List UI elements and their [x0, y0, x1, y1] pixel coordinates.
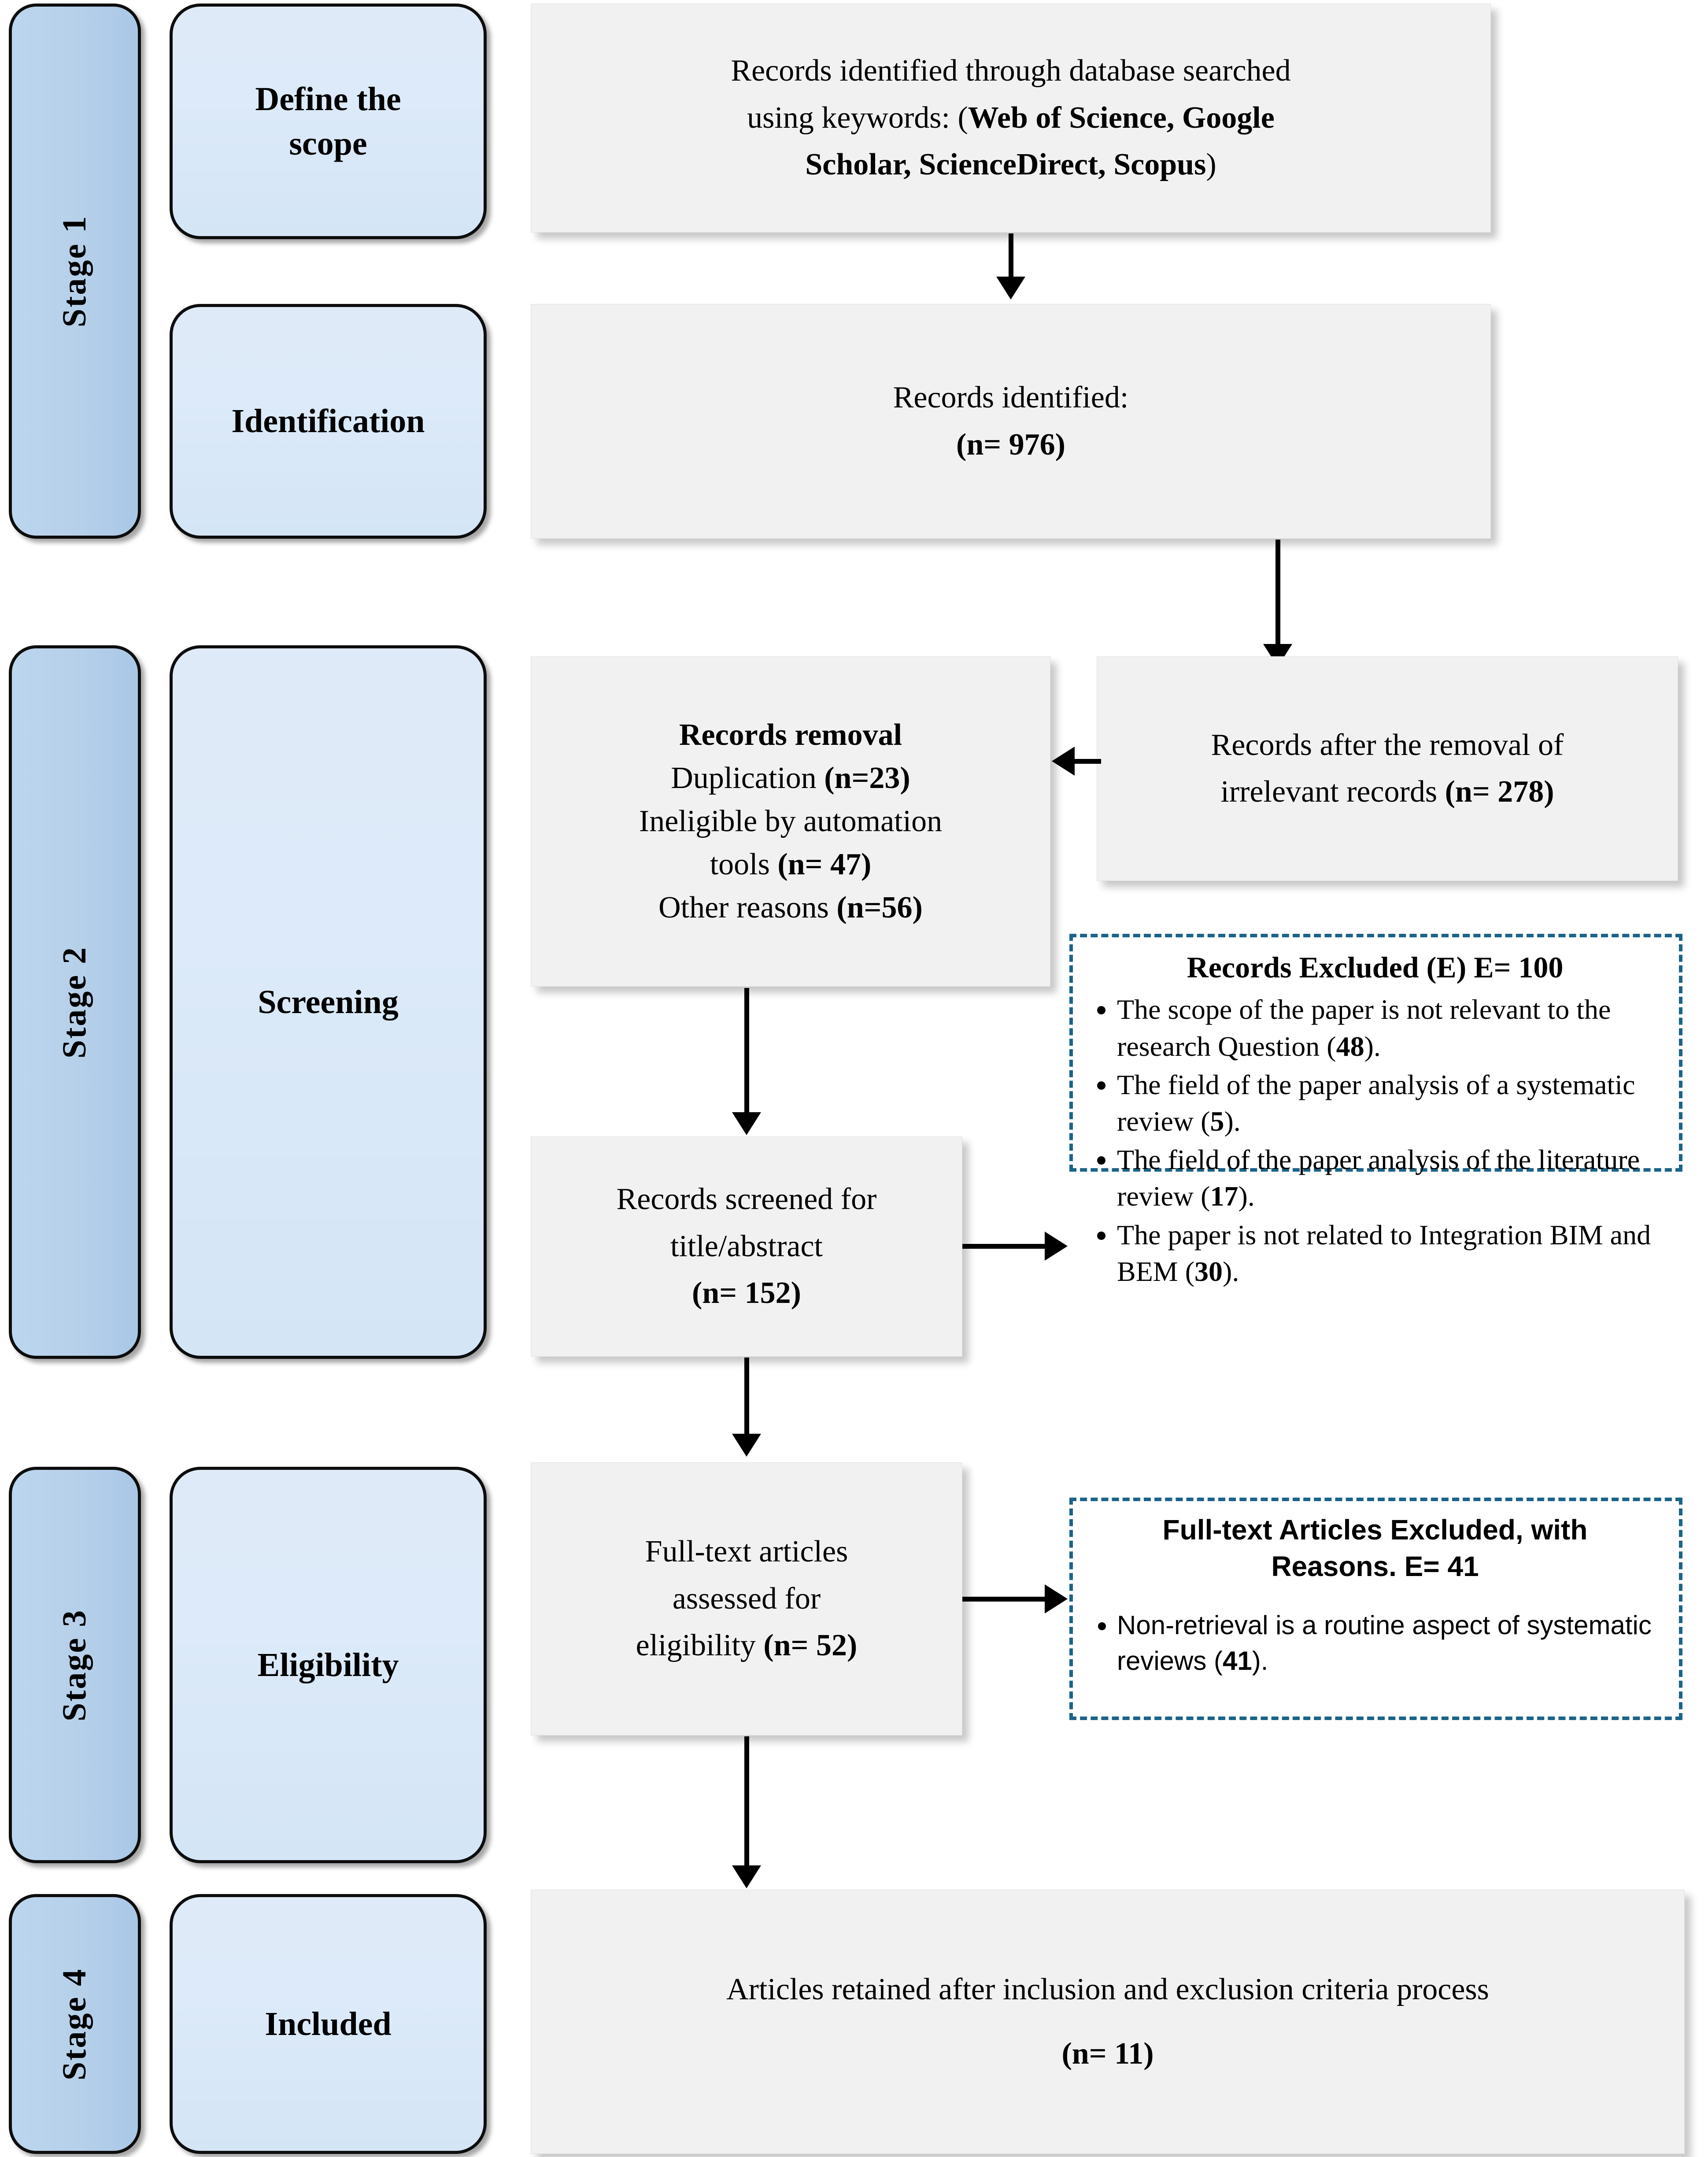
phase-box-define-the-scope: Define the scope — [170, 4, 487, 239]
connector-screened-to-excluded — [962, 1244, 1046, 1249]
box-fulltext-excluded: Full-text Articles Excluded, with Reason… — [1069, 1498, 1682, 1720]
connector-removal-to-screened — [744, 988, 749, 1116]
fulltext-assessed-line-1: Full-text articles — [645, 1535, 848, 1569]
arrowhead-screened-to-excluded — [1045, 1232, 1068, 1261]
records-excluded-list: The scope of the paper is not relevant t… — [1084, 991, 1666, 1290]
stage-4-label: Stage 4 — [56, 1968, 93, 2080]
identification-label: Identification — [231, 403, 425, 440]
arrowhead-removal-to-screened — [732, 1112, 761, 1135]
records-screened-line-2: title/abstract — [670, 1229, 823, 1263]
spacer — [1084, 1589, 1666, 1608]
connector-screened-to-fulltext — [744, 1358, 749, 1437]
list-item: The field of the paper analysis of a sys… — [1117, 1066, 1666, 1140]
articles-retained-line-1: Articles retained after inclusion and ex… — [726, 1972, 1489, 2006]
phase-box-eligibility: Eligibility — [170, 1467, 487, 1863]
connector-afterremoval-to-removal — [1075, 759, 1101, 764]
records-removal-row-2: tools (n= 47) — [710, 847, 872, 881]
stage-bar-stage-3: Stage 3 — [9, 1467, 141, 1863]
articles-retained-count: (n= 11) — [1061, 2037, 1154, 2071]
box-database-search: Records identified through database sear… — [531, 4, 1491, 233]
fulltext-assessed-line-2: assessed for — [672, 1581, 821, 1616]
records-screened-line-1: Records screened for — [616, 1182, 877, 1217]
arrowhead-afterremoval-to-removal — [1052, 747, 1075, 776]
define-scope-line-1: Define the — [255, 81, 401, 118]
box-records-after-removal: Records after the removal of irrelevant … — [1097, 656, 1678, 881]
box-articles-retained: Articles retained after inclusion and ex… — [531, 1890, 1685, 2154]
list-item: The paper is not related to Integration … — [1117, 1217, 1666, 1290]
stage-2-label: Stage 2 — [56, 946, 93, 1058]
records-screened-count: (n= 152) — [692, 1276, 801, 1310]
eligibility-label: Eligibility — [257, 1646, 399, 1683]
included-label: Included — [265, 2005, 392, 2042]
records-removal-row-1: Ineligible by automation — [639, 804, 943, 838]
stage-1-label: Stage 1 — [56, 215, 93, 328]
box-records-removal: Records removal Duplication (n=23) Ineli… — [531, 656, 1050, 987]
arrowhead-search-to-identified — [996, 277, 1025, 300]
fulltext-excluded-list: Non-retrieval is a routine aspect of sys… — [1084, 1608, 1666, 1679]
arrowhead-fulltext-to-excluded — [1045, 1584, 1068, 1613]
records-after-removal-line-1: Records after the removal of — [1211, 728, 1564, 762]
connector-fulltext-to-included — [744, 1736, 749, 1868]
stage-bar-stage-2: Stage 2 — [9, 645, 141, 1359]
fulltext-assessed-line-3: eligibility (n= 52) — [636, 1628, 858, 1663]
arrowhead-screened-to-fulltext — [732, 1434, 761, 1457]
arrowhead-fulltext-to-included — [732, 1865, 761, 1888]
records-after-removal-line-2: irrelevant records (n= 278) — [1220, 775, 1554, 809]
records-removal-row-0: Duplication (n=23) — [671, 761, 910, 795]
box-records-screened: Records screened for title/abstract (n= … — [531, 1136, 962, 1357]
records-removal-row-3: Other reasons (n=56) — [658, 891, 923, 925]
screening-label: Screening — [258, 983, 399, 1021]
database-search-line-2: using keywords: (Web of Science, Google — [747, 100, 1275, 135]
records-excluded-title: Records Excluded (E) E= 100 — [1187, 951, 1564, 984]
box-records-excluded: Records Excluded (E) E= 100 The scope of… — [1069, 934, 1682, 1287]
connector-fulltext-to-excluded — [962, 1597, 1046, 1602]
fulltext-excluded-title: Full-text Articles Excluded, with Reason… — [1162, 1514, 1588, 1583]
box-records-identified: Records identified: (n= 976) — [531, 304, 1491, 539]
list-item: The scope of the paper is not relevant t… — [1117, 991, 1666, 1064]
records-removal-title: Records removal — [679, 718, 902, 752]
database-search-line-3: Scholar, ScienceDirect, Scopus) — [805, 148, 1216, 182]
list-item: Non-retrieval is a routine aspect of sys… — [1117, 1608, 1666, 1679]
phase-box-included: Included — [170, 1894, 487, 2154]
box-fulltext-assessed: Full-text articles assessed for eligibil… — [531, 1462, 962, 1735]
database-search-line-1: Records identified through database sear… — [731, 54, 1291, 88]
phase-box-screening: Screening — [170, 645, 487, 1359]
stage-bar-stage-1: Stage 1 — [9, 4, 141, 539]
phase-box-identification: Identification — [170, 304, 487, 539]
records-identified-count: (n= 976) — [956, 427, 1065, 462]
list-item: The field of the paper analysis of the l… — [1117, 1141, 1666, 1214]
connector-search-to-identified — [1009, 233, 1013, 280]
define-scope-line-2: scope — [289, 125, 367, 162]
stage-3-label: Stage 3 — [56, 1609, 93, 1721]
connector-identified-to-afterremoval — [1275, 540, 1280, 647]
stage-bar-stage-4: Stage 4 — [9, 1894, 141, 2154]
records-identified-line-1: Records identified: — [893, 381, 1129, 415]
